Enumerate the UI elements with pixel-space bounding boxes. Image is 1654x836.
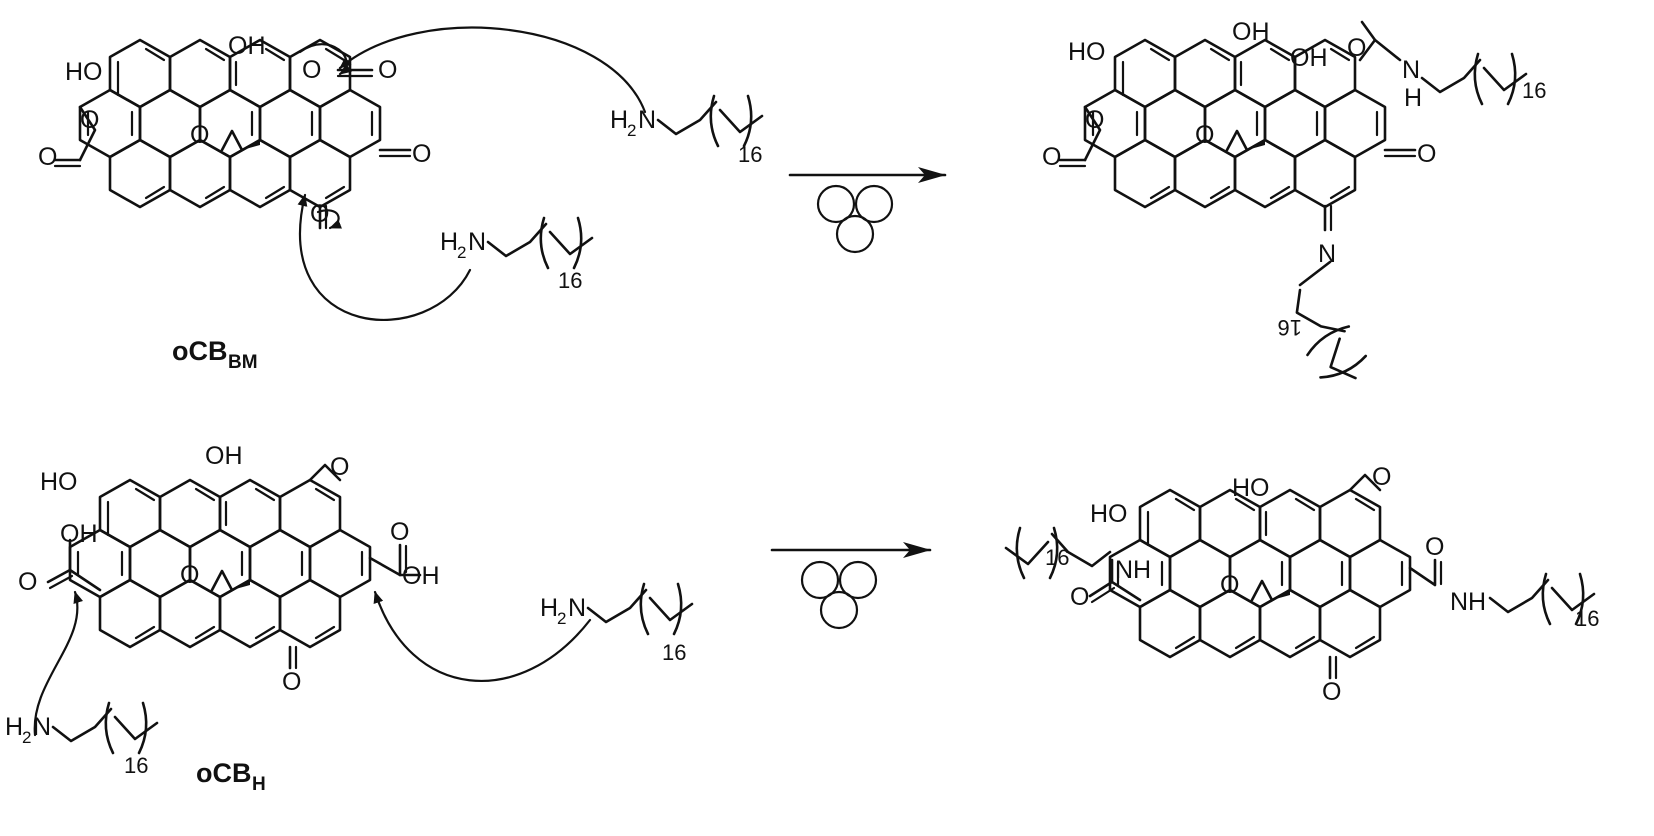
carbonyl-oxygen-label: O bbox=[390, 518, 409, 546]
svg-text:16: 16 bbox=[662, 640, 686, 665]
hydroxyl-label: HO bbox=[40, 468, 78, 496]
octadecylamine-left: H 2 N 16 bbox=[5, 701, 159, 778]
ball-mill-icon bbox=[816, 184, 894, 254]
svg-text:N: N bbox=[468, 228, 486, 256]
svg-text:H: H bbox=[610, 106, 628, 134]
carbonyl-oxygen-label: O bbox=[38, 143, 57, 171]
svg-text:H: H bbox=[252, 774, 266, 795]
epoxide-oxygen-label: O bbox=[330, 453, 349, 481]
compound-label-ocb-h: oCB H bbox=[196, 758, 266, 795]
hydroxyl-label: OH bbox=[1290, 44, 1328, 72]
chain-count: 16 bbox=[1522, 78, 1546, 103]
curved-arrow-icon bbox=[316, 209, 343, 230]
svg-text:oCB: oCB bbox=[172, 336, 228, 366]
carbonyl-oxygen-label: O bbox=[1042, 143, 1061, 171]
svg-text:N: N bbox=[568, 594, 586, 622]
amide-nh-label: N bbox=[1402, 56, 1420, 84]
svg-text:2: 2 bbox=[557, 609, 566, 628]
hydroxyl-label: HO bbox=[1232, 474, 1270, 502]
hydroxyl-label: HO bbox=[1068, 38, 1106, 66]
hydroxyl-label: OH bbox=[1232, 18, 1270, 46]
ketone-oxygen-label: O bbox=[282, 668, 301, 696]
curved-arrow-icon bbox=[33, 590, 84, 737]
amide-nh-label: NH bbox=[1115, 556, 1151, 584]
curved-arrow-icon bbox=[297, 193, 472, 322]
hydroxyl-label: OH bbox=[60, 520, 98, 548]
carbonyl-oxygen-label: O bbox=[1425, 533, 1444, 561]
epoxide-oxygen-label: O bbox=[1220, 571, 1239, 599]
ketone-oxygen-label: O bbox=[412, 140, 431, 168]
hydroxyl-label: OH bbox=[402, 562, 440, 590]
oxygen-label: O bbox=[80, 106, 99, 134]
ketone-oxygen-label: O bbox=[1417, 140, 1436, 168]
hydroxyl-label: HO bbox=[1090, 500, 1128, 528]
svg-text:16: 16 bbox=[738, 142, 762, 167]
epoxide-oxygen-label: O bbox=[1372, 463, 1391, 491]
epoxide-oxygen-label: O bbox=[180, 561, 199, 589]
carbonyl-oxygen-label: O bbox=[18, 568, 37, 596]
compound-label-ocb-bm: oCB BM bbox=[172, 336, 258, 373]
svg-text:H: H bbox=[540, 594, 558, 622]
oxygen-label: O bbox=[302, 56, 321, 84]
epoxide-oxygen-label: O bbox=[190, 121, 209, 149]
oxygen-label: O bbox=[1085, 106, 1104, 134]
svg-text:2: 2 bbox=[457, 243, 466, 262]
imine-nitrogen-label: N bbox=[1318, 240, 1336, 268]
hydroxyl-label: OH bbox=[228, 32, 266, 60]
octadecylamine-top: H 2 N 16 bbox=[610, 94, 764, 167]
reactant-ocb-h bbox=[46, 463, 422, 670]
svg-text:2: 2 bbox=[22, 728, 31, 747]
ketone-oxygen-label: O bbox=[310, 200, 329, 228]
svg-text:oCB: oCB bbox=[196, 758, 252, 788]
svg-text:N: N bbox=[638, 106, 656, 134]
octadecylamine-bottom: H 2 N 16 bbox=[440, 216, 594, 293]
svg-text:16: 16 bbox=[124, 753, 148, 778]
hydroxyl-label: OH bbox=[205, 442, 243, 470]
chain-count: 16 bbox=[1045, 545, 1069, 570]
product-ocb-bm-functionalized bbox=[1058, 20, 1528, 395]
curved-arrow-icon bbox=[373, 590, 592, 682]
carbonyl-oxygen-label: O bbox=[378, 56, 397, 84]
carbonyl-oxygen-label: O bbox=[1347, 34, 1366, 62]
svg-text:16: 16 bbox=[558, 268, 582, 293]
svg-text:N: N bbox=[33, 713, 51, 741]
octadecylamine-right: H 2 N 16 bbox=[540, 582, 694, 665]
ball-mill-icon bbox=[800, 560, 878, 630]
hydroxyl-label: HO bbox=[65, 58, 103, 86]
chain-count: 16 bbox=[1278, 315, 1302, 340]
ketone-oxygen-label: O bbox=[1322, 678, 1341, 706]
amide-nh-label: NH bbox=[1450, 588, 1486, 616]
product-ocb-h-functionalized bbox=[1004, 473, 1596, 680]
epoxide-oxygen-label: O bbox=[1195, 121, 1214, 149]
chain-count: 16 bbox=[1575, 606, 1599, 631]
svg-text:H: H bbox=[5, 713, 23, 741]
svg-text:BM: BM bbox=[228, 352, 258, 373]
carbonyl-oxygen-label: O bbox=[1070, 583, 1089, 611]
svg-text:H: H bbox=[440, 228, 458, 256]
reactant-ocb-bm bbox=[53, 38, 412, 230]
svg-text:2: 2 bbox=[627, 121, 636, 140]
curved-arrow-icon bbox=[338, 26, 647, 114]
amide-h-label: H bbox=[1404, 84, 1422, 112]
curved-arrow-icon bbox=[298, 43, 352, 76]
